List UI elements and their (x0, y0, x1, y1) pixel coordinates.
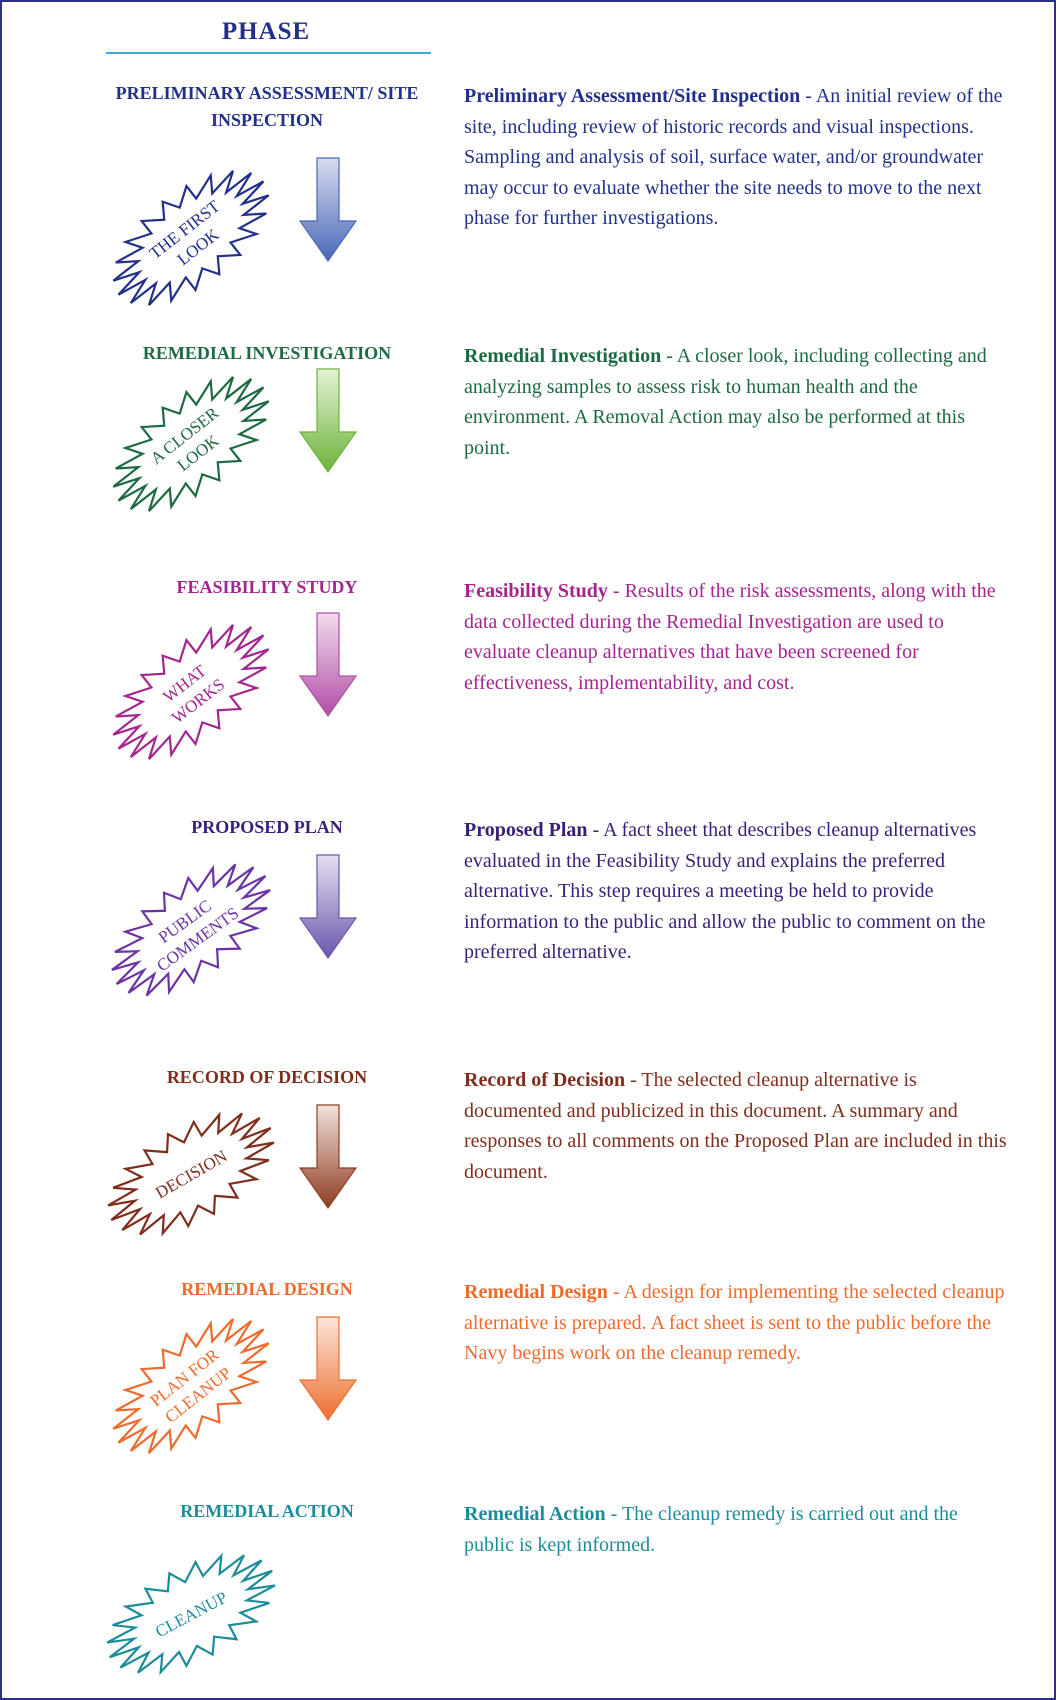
phase-description: Remedial Design - A design for implement… (464, 1277, 1009, 1369)
phase-name: REMEDIAL ACTION (180, 1501, 354, 1521)
starburst-outline (112, 624, 270, 760)
down-arrow-icon (298, 157, 358, 263)
starburst-outline (112, 376, 270, 512)
phase-description-text: - The selected cleanup alternative is do… (464, 1069, 1007, 1183)
phase-description-text: - Results of the risk assessments, along… (464, 580, 996, 694)
starburst-outline (106, 1552, 276, 1676)
phase-term: Preliminary Assessment/Site Inspection (464, 85, 801, 107)
phase-name: FEASIBILITY STUDY (176, 577, 358, 597)
phase-name: REMEDIAL INVESTIGATION (142, 343, 392, 363)
phase-term: Remedial Investigation (464, 345, 662, 367)
phase-description-text: - The cleanup remedy is carried out and … (464, 1503, 958, 1556)
phase-description-text: - A closer look, including collecting an… (464, 345, 987, 459)
phase-term: Record of Decision (464, 1069, 626, 1091)
phase-description: Proposed Plan - A fact sheet that descri… (464, 815, 1009, 968)
starburst-outline (112, 170, 270, 306)
phase-name: REMEDIAL DESIGN (181, 1279, 353, 1299)
down-arrow-icon (298, 1316, 358, 1422)
down-arrow-icon (298, 854, 358, 960)
phase-name: PROPOSED PLAN (191, 817, 343, 837)
page-title: PHASE (221, 18, 311, 45)
phase-name: RECORD OF DECISION (166, 1067, 368, 1087)
phase-description: Preliminary Assessment/Site Inspection -… (464, 81, 1009, 234)
starburst-badge: CLEANUP (106, 1552, 276, 1676)
phase-description-text: - An initial review of the site, includi… (464, 85, 1003, 229)
starburst-outline (107, 1111, 275, 1237)
starburst-badge: DECISION (107, 1111, 275, 1237)
phase-term: Feasibility Study (464, 580, 608, 602)
phase-term: Remedial Design (464, 1281, 608, 1303)
down-arrow-icon (298, 1104, 358, 1210)
down-arrow-icon (298, 612, 358, 718)
title-underline (106, 52, 431, 54)
phase-description: Feasibility Study - Results of the risk … (464, 576, 1009, 698)
phase-description-text: - A design for implementing the selected… (464, 1281, 1005, 1364)
phase-description: Remedial Investigation - A closer look, … (464, 341, 1009, 463)
phase-description: Record of Decision - The selected cleanu… (464, 1065, 1009, 1187)
phase-description: Remedial Action - The cleanup remedy is … (464, 1499, 1009, 1560)
phase-term: Remedial Action (464, 1503, 606, 1525)
starburst-outline (112, 1318, 270, 1454)
phase-description-text: - A fact sheet that describes cleanup al… (464, 819, 986, 963)
down-arrow-icon (298, 368, 358, 474)
phase-name: PRELIMINARY ASSESSMENT/ SITE INSPECTION (115, 83, 419, 130)
starburst-outline (111, 863, 271, 997)
phase-term: Proposed Plan (464, 819, 588, 841)
